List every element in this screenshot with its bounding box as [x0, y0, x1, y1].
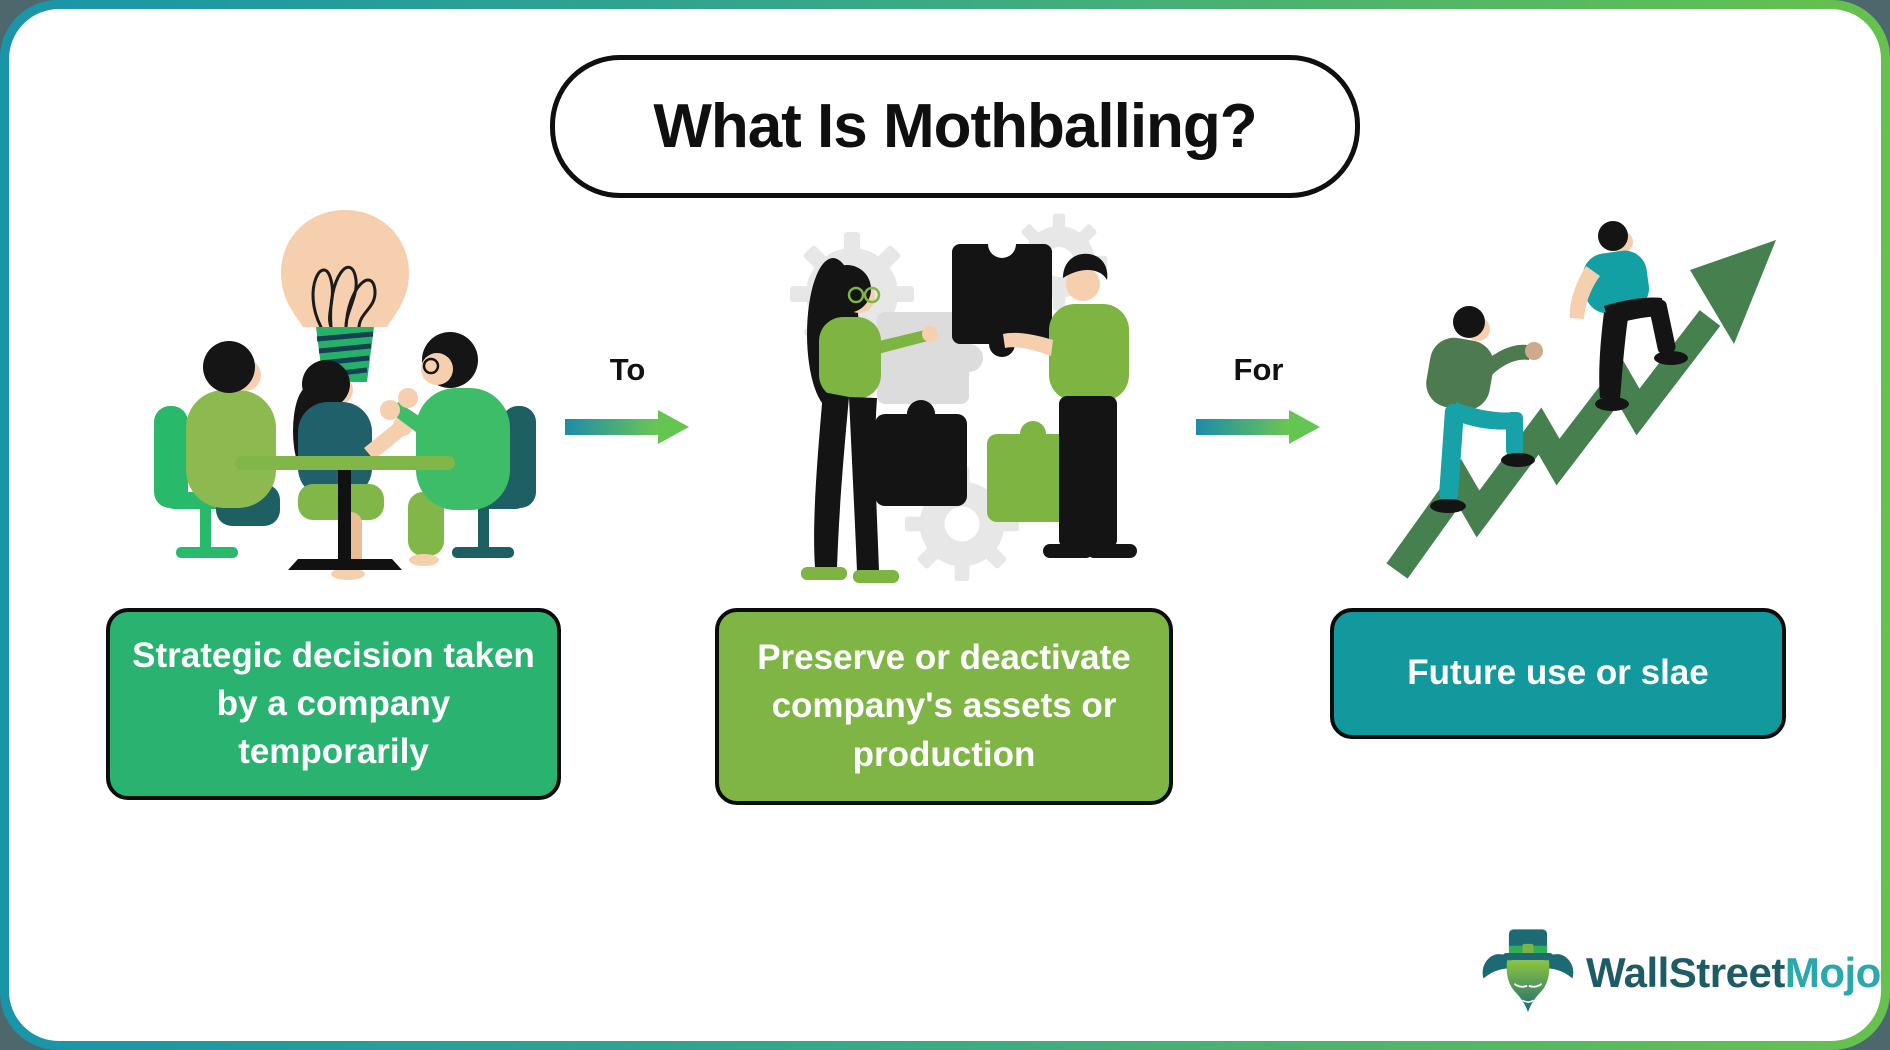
step-box-future-use: Future use or slae	[1330, 608, 1786, 739]
wallstreetmojo-logo: WallStreetMojo	[1478, 926, 1881, 1020]
step-caption: Strategic decision taken by a company te…	[132, 635, 535, 772]
page-title: What Is Mothballing?	[653, 92, 1257, 161]
connector-label-to: To	[609, 352, 646, 387]
step-box-strategic-decision: Strategic decision taken by a company te…	[106, 608, 561, 800]
logo-text-primary: WallStreet	[1586, 949, 1785, 996]
connector-label-for: For	[1233, 352, 1284, 387]
step-caption: Preserve or deactivate company's assets …	[757, 638, 1131, 774]
step-box-preserve-deactivate: Preserve or deactivate company's assets …	[715, 608, 1173, 805]
zigzag-growth-arrow	[1386, 310, 1721, 579]
bull-logo-icon	[1482, 929, 1574, 1013]
title-pill: What Is Mothballing?	[550, 55, 1360, 198]
to-arrow-icon	[565, 410, 689, 444]
growth-arrow-climb-illustration	[1386, 221, 1776, 579]
team-discussion-lightbulb-illustration	[154, 210, 536, 580]
puzzle-teamwork-illustration	[790, 213, 1137, 583]
for-arrow-icon	[1196, 410, 1320, 444]
step-caption: Future use or slae	[1407, 653, 1709, 693]
logo-text-secondary: Mojo	[1784, 949, 1881, 996]
logo-wordmark: WallStreetMojo	[1586, 949, 1881, 997]
